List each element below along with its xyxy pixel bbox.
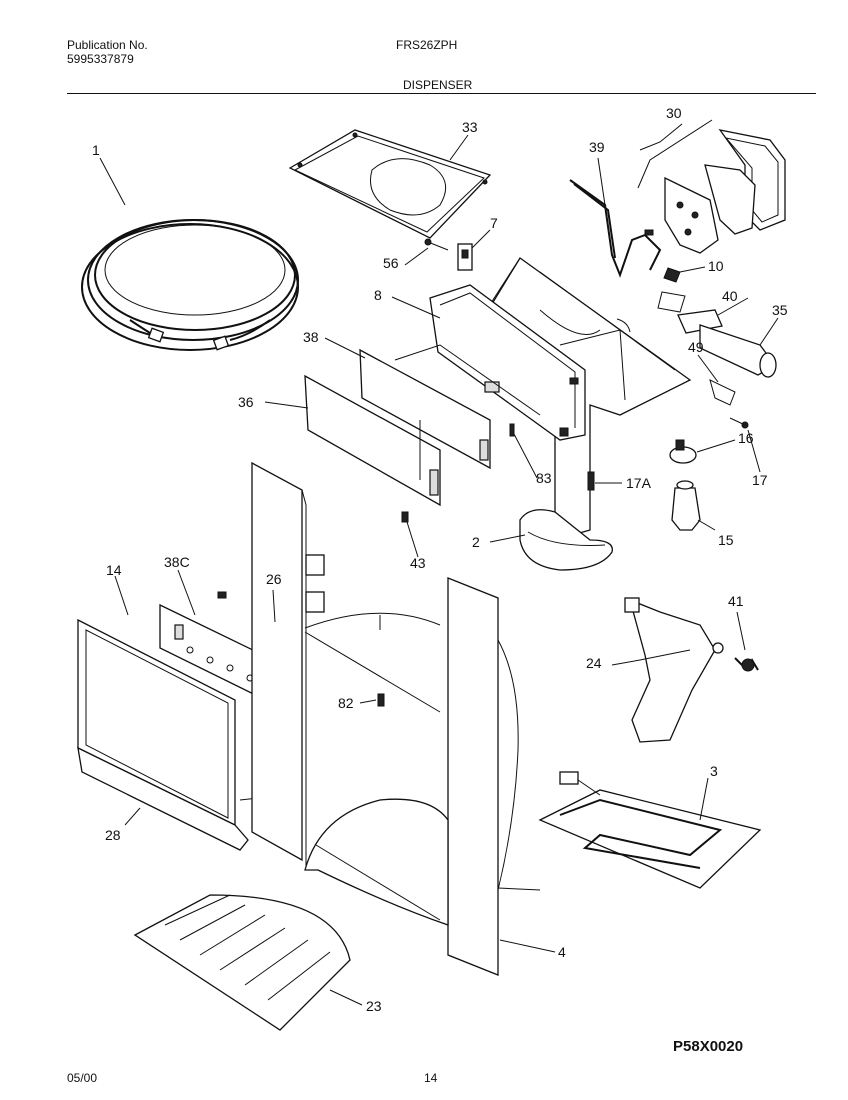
callout-43: 43	[410, 555, 426, 571]
callout-39: 39	[589, 139, 605, 155]
chute-ring	[519, 509, 613, 571]
callout-14: 14	[106, 562, 122, 578]
callout-26: 26	[266, 571, 282, 587]
publication-number: 5995337879	[67, 52, 134, 66]
light-housing	[637, 119, 786, 254]
callout-8: 8	[374, 287, 382, 303]
drawing-number: P58X0020	[673, 1038, 744, 1055]
callout-30: 30	[666, 105, 682, 121]
callout-23: 23	[366, 998, 382, 1014]
callout-10: 10	[708, 258, 724, 274]
page-number: 14	[424, 1071, 438, 1085]
callout-35: 35	[772, 302, 788, 318]
heater-element	[538, 771, 762, 889]
nozzle-parts	[669, 439, 701, 531]
actuator-lever	[624, 597, 759, 743]
switch-parts	[657, 267, 777, 429]
callout-82: 82	[338, 695, 354, 711]
callout-24: 24	[586, 655, 602, 671]
screws	[217, 423, 595, 707]
leader-lines	[99, 123, 779, 1006]
publication-label: Publication No.	[67, 38, 148, 52]
callout-56: 56	[383, 255, 399, 271]
section-title: DISPENSER	[403, 78, 473, 92]
callout-3: 3	[710, 763, 718, 779]
callout-17: 17	[752, 472, 768, 488]
callout-7: 7	[490, 215, 498, 231]
callout-49: 49	[688, 339, 704, 355]
model-number: FRS26ZPH	[396, 38, 458, 52]
front-panel	[77, 618, 259, 851]
tubing-coil	[81, 219, 299, 351]
callout-28: 28	[105, 827, 121, 843]
callout-1: 1	[92, 142, 100, 158]
callout-38c: 38C	[164, 554, 190, 570]
callout-2: 2	[472, 534, 480, 550]
callout-16: 16	[738, 430, 754, 446]
drip-tray	[133, 894, 351, 1031]
left-wall	[251, 461, 325, 870]
cover-plate	[288, 129, 492, 239]
callout-83: 83	[536, 470, 552, 486]
dispenser-frame	[304, 577, 519, 976]
callout-36: 36	[238, 394, 254, 410]
footer-date: 05/00	[67, 1071, 98, 1085]
callout-4: 4	[558, 944, 566, 960]
callout-15: 15	[718, 532, 734, 548]
callout-17a: 17A	[626, 475, 652, 491]
clip-and-screw	[424, 238, 473, 271]
callout-labels: 1 33 39 30 7 56 10 8 40 35 38 49 36 16 1…	[92, 105, 788, 1014]
header-rule	[67, 93, 816, 94]
callout-33: 33	[462, 119, 478, 135]
wire-harness	[569, 179, 662, 278]
control-board	[359, 348, 491, 470]
dispenser-housing	[394, 257, 692, 541]
callout-38: 38	[303, 329, 319, 345]
callout-41: 41	[728, 593, 744, 609]
mounting-board	[304, 374, 441, 507]
callout-40: 40	[722, 288, 738, 304]
